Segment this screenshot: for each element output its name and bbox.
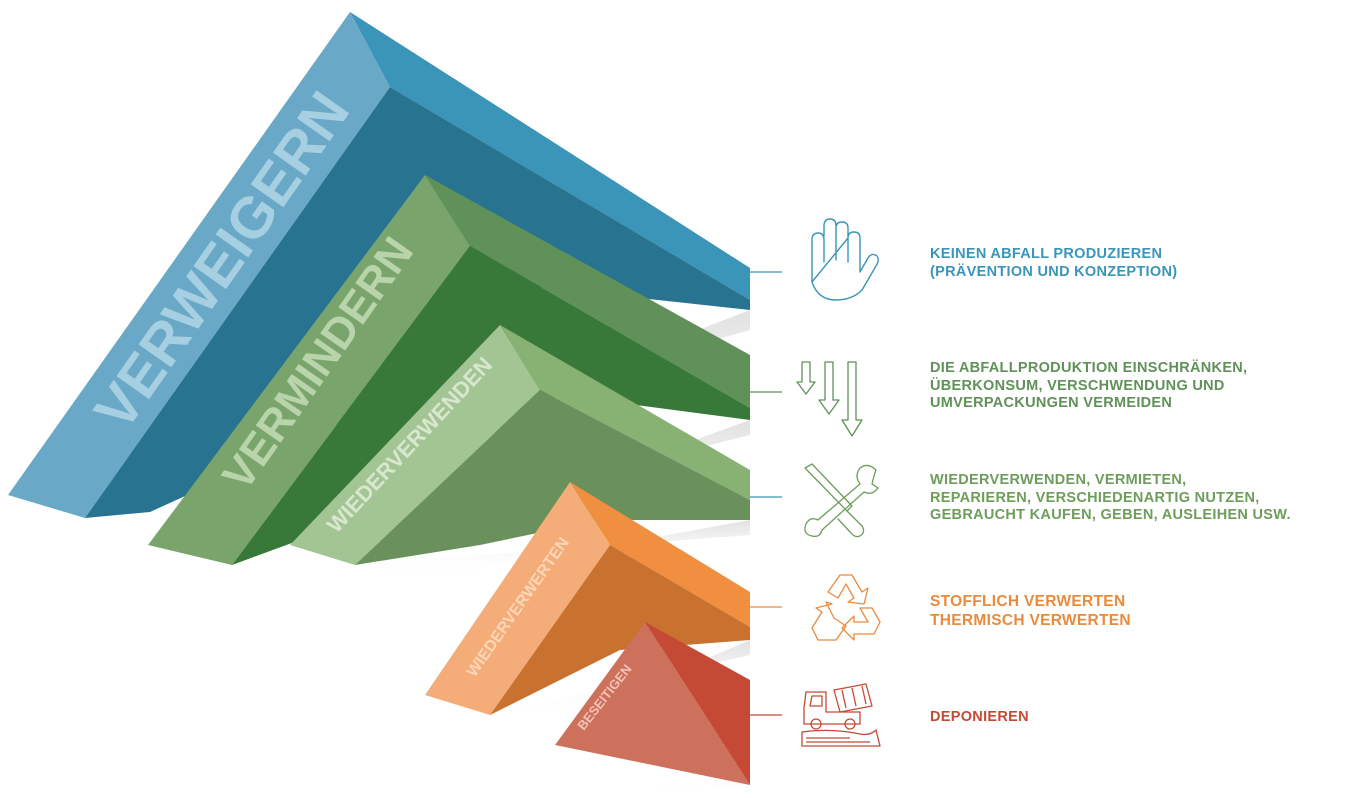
desc-beseitigen-line-1: DEPONIEREN <box>930 709 1029 725</box>
band-beseitigen-left-face <box>555 622 750 785</box>
band-wiederverwerten-left-face <box>425 482 610 715</box>
band-wiederverwenden-left-face <box>290 325 540 565</box>
desc-wiederverwenden-line-2: REPARIEREN, VERSCHIEDENARTIG NUTZEN, <box>930 489 1260 506</box>
desc-vermindern-line-2: ÜBERKONSUM, VERSCHWENDUNG UND <box>930 377 1225 394</box>
band-wiederverwenden-top-face <box>500 325 750 500</box>
desc-verweigern-line-2: (PRÄVENTION UND KONZEPTION) <box>930 263 1178 280</box>
desc-wiederverwerten: STOFFLICH VERWERTEN THERMISCH VERWERTEN <box>930 593 1131 630</box>
desc-wiederverwenden-line-1: WIEDERVERWENDEN, VERMIETEN, <box>930 472 1187 488</box>
band-wiederverwenden-front-face <box>355 390 750 565</box>
dump-truck-icon <box>801 683 881 747</box>
band-wiederverwerten-top-face <box>570 482 750 627</box>
band-verweigern-top-face <box>350 12 750 300</box>
band-verweigern-left-face <box>8 12 390 518</box>
band-vermindern-top-face <box>425 175 750 408</box>
recycle-icon <box>811 574 881 641</box>
hand-icon <box>811 218 879 301</box>
tools-icon <box>804 463 879 538</box>
desc-verweigern-line-1: KEINEN ABFALL PRODUZIEREN <box>930 246 1163 262</box>
desc-vermindern: DIE ABFALLPRODUKTION EINSCHRÄNKEN, ÜBERK… <box>930 360 1247 413</box>
connector-lines <box>750 271 782 716</box>
desc-beseitigen: DEPONIEREN <box>930 709 1029 727</box>
desc-wiederverwerten-line-2: THERMISCH VERWERTEN <box>930 611 1131 629</box>
desc-wiederverwenden: WIEDERVERWENDEN, VERMIETEN, REPARIEREN, … <box>930 472 1291 525</box>
desc-wiederverwenden-line-3: GEBRAUCHT KAUFEN, GEBEN, AUSLEIHEN USW. <box>930 507 1291 523</box>
band-beseitigen-right-face <box>645 622 750 785</box>
desc-verweigern: KEINEN ABFALL PRODUZIEREN (PRÄVENTION UN… <box>930 246 1177 281</box>
desc-vermindern-line-1: DIE ABFALLPRODUKTION EINSCHRÄNKEN, <box>930 360 1248 376</box>
band-vermindern-left-face <box>148 175 470 565</box>
desc-wiederverwerten-line-1: STOFFLICH VERWERTEN <box>930 593 1126 610</box>
down-arrows-icon <box>796 361 863 437</box>
band-wiederverwerten-front-face <box>490 545 750 715</box>
desc-vermindern-line-3: UMVERPACKUNGEN VERMEIDEN <box>930 395 1173 411</box>
